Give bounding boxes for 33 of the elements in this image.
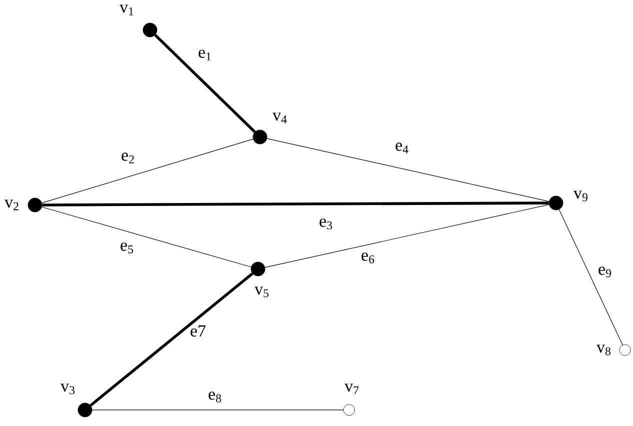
vertex-dot <box>142 22 158 38</box>
graph-edge <box>42 138 254 204</box>
vertex-circle <box>343 404 355 416</box>
vertex-dot <box>548 196 564 210</box>
graph-edge <box>42 206 252 268</box>
vertex-dot <box>252 130 268 144</box>
vertex-label: v$_{7}$ <box>344 384 359 394</box>
vertex-dot <box>28 198 42 212</box>
edge-label: e$_{6}$ <box>362 252 374 264</box>
vertex-label: v$_{8}$ <box>596 344 611 356</box>
vertex-label: v$_{3}$ <box>60 384 75 394</box>
vertex-circle <box>619 344 631 356</box>
vertex-dot <box>78 402 92 418</box>
edge-label: e$_{4}$ <box>396 142 408 154</box>
graph-edge <box>90 272 254 407</box>
edge-label: e$_{2}$ <box>122 152 134 164</box>
vertex-label: v$_{4}$ <box>272 112 287 124</box>
graph-edge <box>264 204 550 268</box>
edge-label: e7 <box>190 325 206 337</box>
vertex-label: v$_{9}$ <box>574 190 588 202</box>
graph-edge <box>154 34 256 133</box>
edge-label: e$_{5}$ <box>120 242 134 254</box>
vertex-label: v$_{2}$ <box>4 200 18 210</box>
vertex-label: v$_{5}$ <box>254 286 269 298</box>
vertex-dot <box>250 262 266 276</box>
graph-edge <box>266 138 550 202</box>
graph-edge <box>558 209 623 346</box>
edge-label: e$_{1}$ <box>198 50 211 60</box>
edge-label: e$_{3}$ <box>320 218 332 230</box>
vertex-label: v$_{1}$ <box>120 4 134 16</box>
graph-edge <box>42 202 549 206</box>
edge-label: e$_{8}$ <box>208 392 222 402</box>
edge-label: e$_{9}$ <box>598 266 611 278</box>
